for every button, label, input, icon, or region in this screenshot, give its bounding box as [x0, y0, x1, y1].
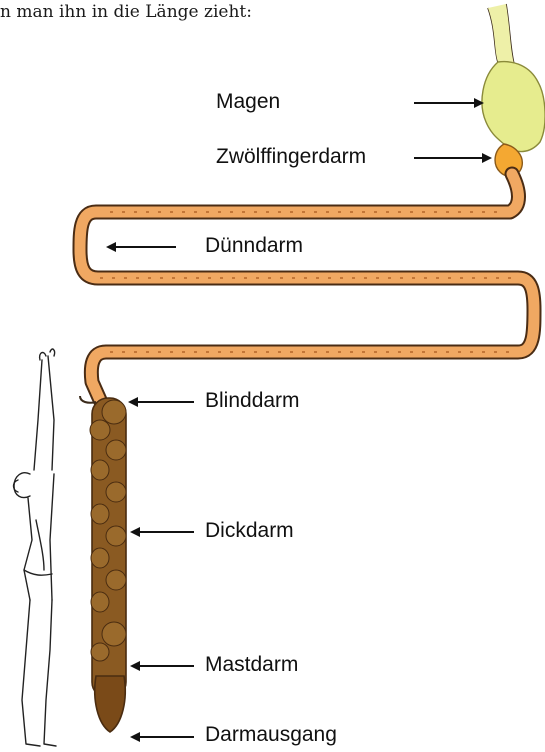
label-magen: Magen — [216, 90, 280, 114]
label-arrows — [106, 98, 492, 742]
arrow-duenndarm — [106, 242, 176, 252]
rectum — [95, 676, 125, 732]
label-darmausgang: Darmausgang — [205, 723, 337, 747]
label-dickdarm: Dickdarm — [205, 519, 294, 543]
arrow-magen — [414, 98, 484, 108]
arrow-dickdarm — [130, 527, 194, 537]
arrow-zwoelffingerdarm — [414, 153, 492, 163]
human-figure — [14, 349, 57, 746]
arrow-darmausgang — [130, 732, 194, 742]
label-blinddarm: Blinddarm — [205, 389, 300, 413]
label-mastdarm: Mastdarm — [205, 653, 298, 677]
label-zwoelffingerdarm: Zwölffingerdarm — [216, 145, 366, 169]
small-intestine — [80, 174, 534, 400]
arrow-blinddarm — [128, 397, 194, 407]
stomach — [482, 62, 545, 152]
label-duenndarm: Dünndarm — [205, 234, 303, 258]
arrow-mastdarm — [130, 661, 194, 671]
